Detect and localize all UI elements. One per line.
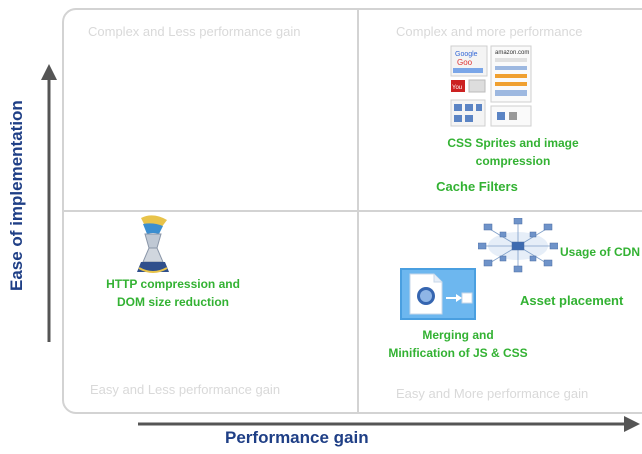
y-axis-arrow-icon <box>41 64 57 342</box>
svg-text:You: You <box>452 85 462 91</box>
quadrant-label-bottom-left: Easy and Less performance gain <box>90 382 281 397</box>
file-document-icon <box>400 268 476 320</box>
quadrant-label-top-right: Complex and more performance <box>396 24 583 39</box>
label-http-compression: HTTP compression and DOM size reduction <box>95 275 251 311</box>
svg-text:Goo: Goo <box>457 58 473 67</box>
label-usage-of-cdn: Usage of CDN <box>560 245 641 259</box>
label-css-sprites-text: CSS Sprites and image compression <box>447 136 579 168</box>
y-axis-label: Ease of implementation <box>7 100 26 291</box>
compression-press-icon <box>137 215 169 273</box>
label-merging-minification: Merging and Minification of JS & CSS <box>380 326 536 362</box>
x-axis-arrow-icon <box>138 416 640 432</box>
label-merging-minification-text: Merging and Minification of JS & CSS <box>388 328 528 360</box>
quadrant-label-bottom-right: Easy and More performance gain <box>396 386 589 401</box>
sprite-sheet-icon: Google Goo amazon.com You <box>447 44 535 132</box>
horizontal-divider <box>63 210 642 212</box>
network-nodes-icon <box>478 218 558 273</box>
label-asset-placement: Asset placement <box>520 293 624 308</box>
quadrant-label-top-left: Complex and Less performance gain <box>88 24 301 39</box>
x-axis-label: Performance gain <box>225 428 369 447</box>
label-css-sprites: CSS Sprites and image compression <box>430 134 596 170</box>
label-http-compression-text: HTTP compression and DOM size reduction <box>106 277 240 309</box>
svg-text:Google: Google <box>455 51 478 58</box>
label-cache-filters: Cache Filters <box>436 179 518 194</box>
svg-text:amazon.com: amazon.com <box>495 50 529 56</box>
